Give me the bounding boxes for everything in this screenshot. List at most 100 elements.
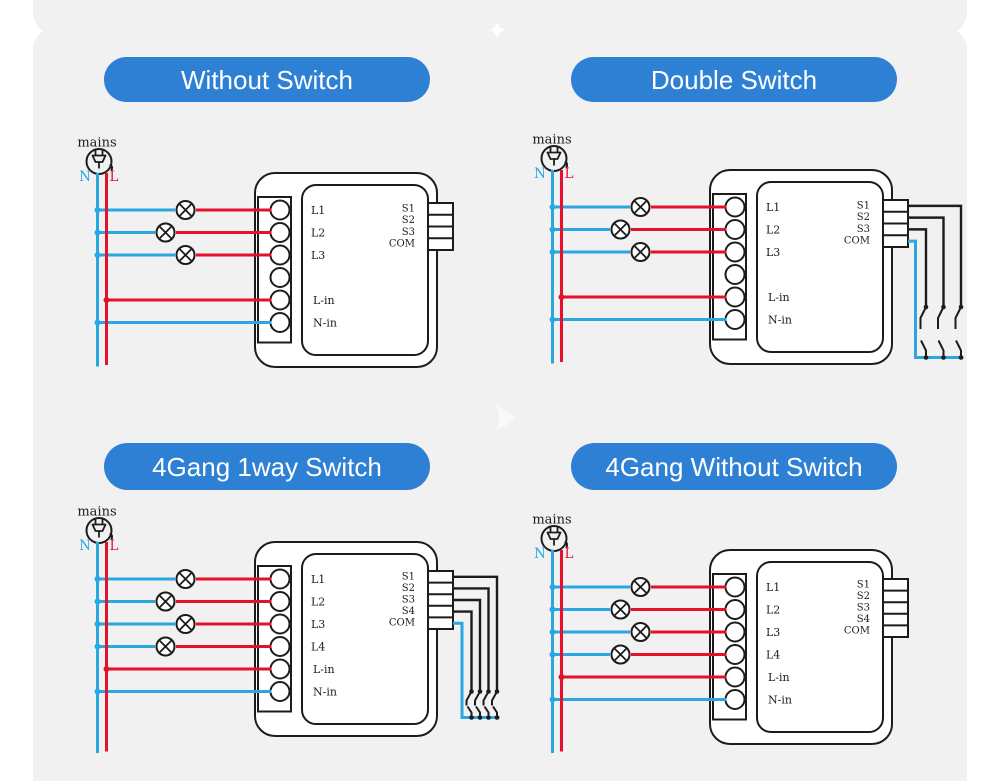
module-body xyxy=(709,549,893,745)
terminal-label: L2 xyxy=(766,604,780,617)
terminal-label: L1 xyxy=(766,581,780,594)
junction-dot xyxy=(94,229,101,236)
signal-wire xyxy=(908,204,963,307)
module-inner-panel xyxy=(301,553,429,725)
switch-icon xyxy=(482,689,491,720)
module-body xyxy=(254,172,438,368)
signal-label: S1 xyxy=(402,203,415,214)
terminal-hole xyxy=(269,613,291,635)
terminal-hole xyxy=(269,199,291,221)
signal-label: S2 xyxy=(857,212,870,223)
right-edge-notch xyxy=(956,14,967,48)
terminal-label: N-in xyxy=(768,694,792,707)
signal-label: S1 xyxy=(857,579,870,590)
panel-title-4gang-1way-switch: 4Gang 1way Switch xyxy=(104,443,430,490)
junction-dot xyxy=(549,696,556,703)
lamp-icon xyxy=(610,219,631,240)
terminal-hole xyxy=(724,666,746,688)
terminal-hole xyxy=(724,196,746,218)
signal-label: S1 xyxy=(857,200,870,211)
terminal-label: L2 xyxy=(766,224,780,237)
junction-dot xyxy=(549,316,556,323)
left-edge-notch xyxy=(33,14,44,48)
signal-label: COM xyxy=(844,626,870,637)
junction-dot xyxy=(94,643,101,650)
mains-label: mains xyxy=(77,505,116,520)
signal-label: S4 xyxy=(857,614,870,625)
lamp-icon xyxy=(630,242,651,262)
lamp-icon xyxy=(155,222,176,243)
module-body xyxy=(254,541,438,737)
junction-dot xyxy=(549,226,556,233)
terminal-label: L3 xyxy=(766,626,780,639)
sparkle-icon xyxy=(488,21,506,39)
signal-connector xyxy=(427,570,454,630)
terminal-hole xyxy=(269,591,291,612)
junction-dot xyxy=(549,606,556,613)
switch-icon xyxy=(954,304,964,360)
signal-connector xyxy=(882,578,909,638)
lamp-icon xyxy=(175,569,196,589)
junction-dot xyxy=(94,688,101,695)
signal-wire xyxy=(453,575,499,692)
lamp-icon xyxy=(175,245,196,265)
neutral-label: N xyxy=(534,546,546,562)
signal-wire xyxy=(453,598,482,692)
junction-dot xyxy=(94,319,101,326)
switch-icon xyxy=(919,304,929,360)
terminal-label: L4 xyxy=(311,641,325,654)
terminal-label: L-in xyxy=(313,663,335,676)
signal-label: S3 xyxy=(402,227,415,238)
module-body xyxy=(709,169,893,365)
terminal-label: N-in xyxy=(768,314,792,327)
junction-dot xyxy=(94,598,101,605)
terminal-hole xyxy=(724,219,746,240)
lamp-icon xyxy=(175,614,196,634)
terminal-label: L1 xyxy=(311,204,325,217)
terminal-label: N-in xyxy=(313,686,337,699)
junction-dot xyxy=(94,207,101,213)
neutral-label: N xyxy=(79,169,91,185)
signal-label: COM xyxy=(844,236,870,247)
live-label: L xyxy=(565,546,574,562)
terminal-hole xyxy=(269,681,291,702)
terminal-hole xyxy=(724,576,746,598)
signal-label: S2 xyxy=(402,215,415,226)
signal-wire xyxy=(453,610,473,692)
mains-label: mains xyxy=(532,133,571,148)
terminal-hole xyxy=(724,286,746,308)
terminal-label: L1 xyxy=(311,573,325,586)
mains-plug-icon xyxy=(85,148,113,175)
lamp-icon xyxy=(175,200,196,220)
switch-icon xyxy=(474,689,483,720)
switch-bank xyxy=(908,204,964,360)
terminal-hole xyxy=(724,644,746,665)
terminal-hole xyxy=(269,289,291,311)
switch-bank xyxy=(453,575,500,720)
signal-wire xyxy=(453,587,490,692)
terminal-label: L4 xyxy=(766,649,780,662)
panel-title-4gang-without-switch: 4Gang Without Switch xyxy=(571,443,897,490)
terminal-label: L-in xyxy=(768,291,790,304)
terminal-hole xyxy=(724,309,746,330)
live-label: L xyxy=(110,538,119,554)
terminal-hole xyxy=(269,636,291,657)
terminal-hole xyxy=(724,621,746,643)
terminal-label: L-in xyxy=(768,671,790,684)
wires xyxy=(94,173,272,367)
signal-label: S3 xyxy=(402,595,415,606)
terminal-label: L2 xyxy=(311,596,325,609)
signal-label: S4 xyxy=(402,606,415,617)
terminal-hole xyxy=(724,264,746,285)
junction-dot xyxy=(103,666,110,672)
